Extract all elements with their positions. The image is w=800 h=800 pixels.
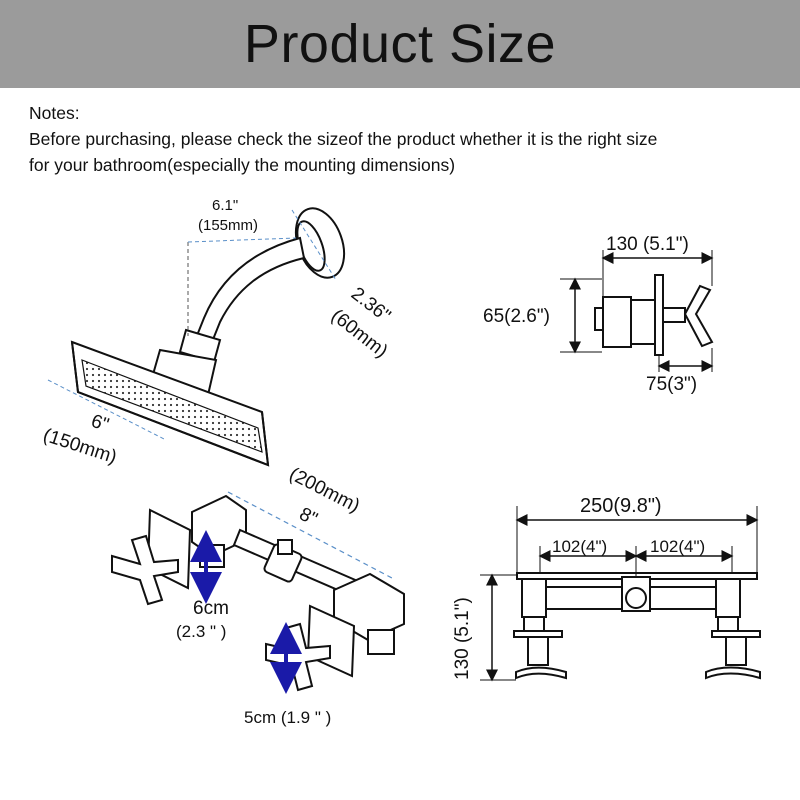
right-body	[715, 578, 741, 618]
iso-upper-cm: 6cm	[193, 598, 229, 619]
notes-line-1: Before purchasing, please check the size…	[29, 129, 658, 149]
valve-height-label: 65(2.6")	[483, 306, 550, 327]
front-right-spacing: 102(4")	[650, 537, 705, 556]
valve-handle-label: 75(3")	[646, 374, 697, 395]
iso-spacing-in: 8"	[296, 504, 321, 531]
mixer-front-dims: 250(9.8") 102(4") 102(4") 130 (5.1")	[452, 495, 759, 682]
arm-length-in: 6.1"	[212, 197, 238, 214]
shower-head-drawing	[70, 207, 346, 467]
valve-inlet	[594, 307, 604, 331]
escutcheon	[654, 274, 664, 356]
left-lever	[515, 666, 567, 680]
valve-side-dims: 130 (5.1") 65(2.6") 75(3")	[483, 234, 714, 395]
left-neck	[523, 616, 545, 632]
mixer-iso-drawing	[111, 494, 405, 692]
spray-face	[81, 359, 263, 453]
right-lever	[705, 666, 761, 680]
valve-depth-label: 130 (5.1")	[606, 234, 689, 255]
right-inlet	[367, 629, 395, 655]
left-inlet	[199, 544, 225, 568]
left-stem	[527, 636, 549, 666]
head-mm: (150mm)	[40, 425, 119, 468]
mixer-front-drawing	[513, 572, 761, 680]
shower-arm	[194, 236, 306, 344]
valve-side-drawing	[594, 274, 714, 356]
head-in: 6"	[88, 411, 111, 436]
right-neck	[717, 616, 739, 632]
left-handle	[111, 534, 179, 606]
right-stem	[725, 636, 747, 666]
header-banner: Product Size	[0, 0, 800, 88]
left-body	[521, 578, 547, 618]
stem	[662, 307, 686, 323]
valve-body	[602, 296, 632, 348]
notes-block: Notes: Before purchasing, please check t…	[29, 100, 789, 178]
valve-trim	[630, 299, 656, 345]
front-left-spacing: 102(4")	[552, 537, 607, 556]
center-outlet	[277, 539, 293, 555]
notes-line-2: for your bathroom(especially the mountin…	[29, 155, 456, 175]
arm-length-mm: (155mm)	[198, 217, 258, 234]
cross-handle	[683, 284, 714, 348]
notes-heading: Notes:	[29, 103, 80, 123]
front-height: 130 (5.1")	[452, 597, 473, 680]
iso-upper-in: (2.3 " )	[176, 622, 226, 641]
iso-lower: 5cm (1.9 " )	[244, 708, 331, 727]
page-title: Product Size	[243, 14, 557, 74]
center-port	[625, 587, 647, 609]
iso-spacing-mm: (200mm)	[286, 464, 363, 517]
front-total-width: 250(9.8")	[580, 495, 662, 517]
